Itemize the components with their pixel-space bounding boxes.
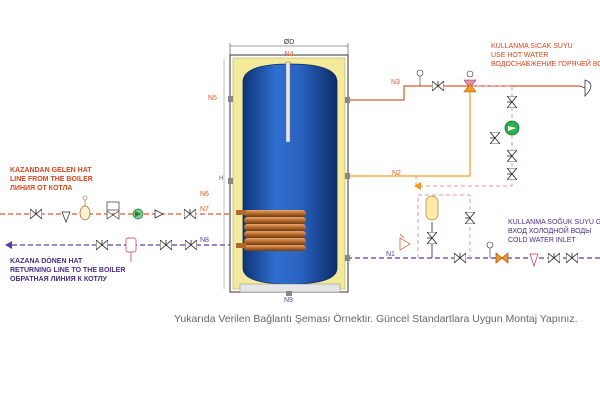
storage-tank [228, 54, 350, 296]
nozzle-n2 [345, 173, 350, 179]
return-valve-3 [185, 240, 197, 250]
return-filter-icon [125, 237, 137, 262]
dimension-height: H [219, 58, 225, 289]
boiler-return-label-tr: KAZANA DÖNEN HAT [10, 258, 83, 265]
cold-filter-icon [529, 253, 539, 268]
hot-water-gauge-icon [466, 70, 474, 78]
label-n2: N2 [392, 170, 401, 177]
motorized-valve-icon [106, 201, 120, 220]
cold-water-label-ru: ВХОД ХОЛОДНОЙ ВОДЫ [508, 228, 592, 235]
heating-coil [236, 210, 306, 251]
return-valve-2 [160, 240, 172, 250]
hot-water-pipe [347, 85, 580, 101]
boiler-flow-label-en: LINE FROM THE BOILER [10, 176, 93, 183]
nozzle-n5 [228, 96, 233, 102]
recirc-pump-icon [504, 120, 520, 136]
nozzle-n6 [228, 178, 233, 184]
recirc-valve-3 [507, 168, 517, 180]
label-n9: N9 [284, 297, 293, 304]
height-label: H [219, 176, 223, 182]
cold-branch-vertical [417, 194, 471, 258]
diameter-label: ØD [284, 39, 295, 46]
nozzle-n1 [345, 255, 350, 261]
hot-water-label-en: USE HOT WATER [491, 52, 549, 59]
tank-foot [239, 283, 341, 293]
label-n7: N7 [200, 206, 209, 213]
cold-water-label: KULLANMA SOĞUK SUYU GİRİŞİ ВХОД ХОЛОДНОЙ… [508, 218, 600, 245]
label-n5: N5 [208, 95, 217, 102]
recirc-valve-1 [507, 96, 517, 108]
hot-water-label-tr: KULLANMA SICAK SUYU [491, 43, 573, 50]
recirc-check-valve [490, 132, 500, 144]
flow-check-valve-icon [154, 209, 164, 219]
dimension-diameter: ØD [229, 39, 349, 55]
hot-water-label: KULLANMA SICAK SUYU USE HOT WATER ВОДОСН… [491, 42, 600, 69]
cold-valve-2 [548, 253, 560, 263]
label-n3: N3 [391, 79, 400, 86]
boiler-flow-label: KAZANDAN GELEN HAT LINE FROM THE BOILER … [10, 166, 93, 193]
pressure-reducer-icon [495, 252, 509, 264]
cold-gauge-icon [486, 241, 494, 258]
recirculation-loop [415, 85, 513, 187]
safety-valve-icon [399, 233, 411, 251]
cold-water-label-en: COLD WATER INLET [508, 237, 576, 244]
flow-valve-2 [184, 209, 196, 219]
return-valve-1 [96, 240, 108, 250]
cold-branch-valve [465, 212, 475, 224]
flow-strainer [61, 211, 71, 223]
label-n6: N6 [200, 191, 209, 198]
flow-valve-1 [30, 209, 42, 219]
cold-water-label-tr: KULLANMA SOĞUK SUYU GİRİŞİ [508, 219, 600, 226]
boiler-flow-label-ru: ЛИНИЯ ОТ КОТЛА [10, 185, 73, 192]
cold-valve-3 [566, 253, 578, 263]
hot-water-valve [432, 81, 444, 91]
recirc-arrow-head [414, 182, 421, 190]
hot-water-label-ru: ВОДОСНАБЖЕНИЕ ГОРЯЧЕЙ ВОДЫ [491, 61, 600, 68]
shower-head-icon [579, 79, 592, 97]
cold-valve-1 [454, 253, 466, 263]
label-n4: N4 [285, 51, 294, 58]
label-n1: N1 [386, 251, 395, 258]
boiler-return-label: KAZANA DÖNEN HAT RETURNING LINE TO THE B… [10, 257, 125, 284]
flow-pump-icon [132, 208, 144, 220]
expansion-vessel-icon [425, 195, 439, 221]
boiler-return-label-en: RETURNING LINE TO THE BOILER [10, 267, 126, 274]
nozzle-n9 [286, 291, 292, 296]
boiler-return-label-ru: ОБРАТНАЯ ЛИНИЯ К КОТЛУ [10, 276, 107, 283]
label-n8: N8 [200, 237, 209, 244]
recirculation-pipe [347, 86, 471, 177]
return-arrow-head [5, 241, 12, 249]
hot-water-thermometer-icon [416, 69, 424, 86]
expansion-valve [427, 232, 437, 244]
boiler-flow-label-tr: KAZANDAN GELEN HAT [10, 167, 92, 174]
recirc-valve-2 [507, 150, 517, 162]
diagram-caption: Yukarıda Verilen Bağlantı Şeması Örnekti… [174, 313, 578, 325]
nozzle-n3 [345, 97, 350, 103]
anode-rod [285, 61, 291, 143]
flow-thermometer-icon [79, 195, 91, 221]
mixing-valve-icon [463, 79, 477, 93]
